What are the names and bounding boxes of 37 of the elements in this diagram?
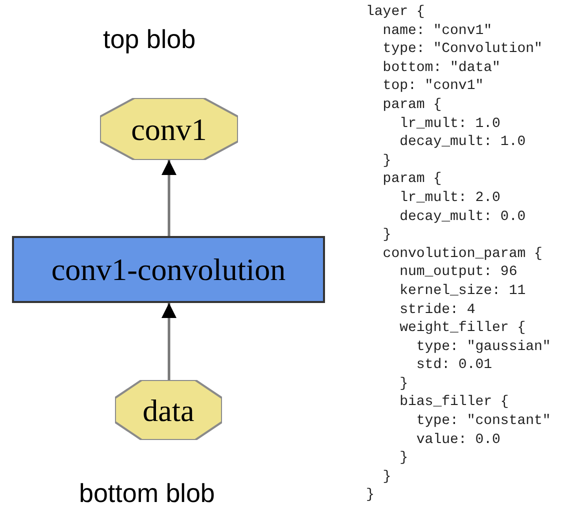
code-line: } <box>382 152 392 170</box>
code-line: stride: 4 <box>398 300 476 320</box>
node-label: conv1-convolution <box>51 254 286 285</box>
code-line: weight_filler { <box>398 319 527 338</box>
code-line: bottom: "data" <box>382 58 502 78</box>
code-line: type: "Convolution" <box>382 40 544 59</box>
code-line: value: 0.0 <box>415 430 502 450</box>
node-label: conv1 <box>131 114 207 144</box>
code-line: decay_mult: 0.0 <box>398 208 527 226</box>
code-line: lr_mult: 2.0 <box>398 188 502 208</box>
code-line: convolution_param { <box>382 244 544 264</box>
layer-box <box>12 236 325 303</box>
code-line: } <box>398 449 410 468</box>
code-line: } <box>366 486 376 506</box>
code-line: param { <box>382 96 443 115</box>
caption-label: top blob <box>103 26 196 52</box>
arrow <box>162 303 176 380</box>
code-line: num_output: 96 <box>398 263 518 282</box>
code-line: name: "conv1" <box>382 22 494 40</box>
code-line: type: "constant" <box>415 412 551 431</box>
code-line: bias_filler { <box>398 393 510 412</box>
code-line: param { <box>382 170 443 189</box>
blob-octagon <box>100 98 238 160</box>
code-line: } <box>382 468 392 486</box>
code-line: std: 0.01 <box>415 356 494 375</box>
code-line: } <box>398 374 410 394</box>
code-line: lr_mult: 1.0 <box>398 114 502 134</box>
node-label: data <box>142 394 194 426</box>
caption-label: bottom blob <box>79 480 215 506</box>
code-line: top: "conv1" <box>382 77 485 96</box>
arrow <box>162 160 176 236</box>
blob-octagon <box>115 380 222 440</box>
code-line: type: "gaussian" <box>415 338 551 356</box>
code-line: layer { <box>366 3 426 22</box>
code-line: decay_mult: 1.0 <box>398 133 527 152</box>
code-line: } <box>382 226 392 245</box>
code-line: kernel_size: 11 <box>398 282 527 300</box>
